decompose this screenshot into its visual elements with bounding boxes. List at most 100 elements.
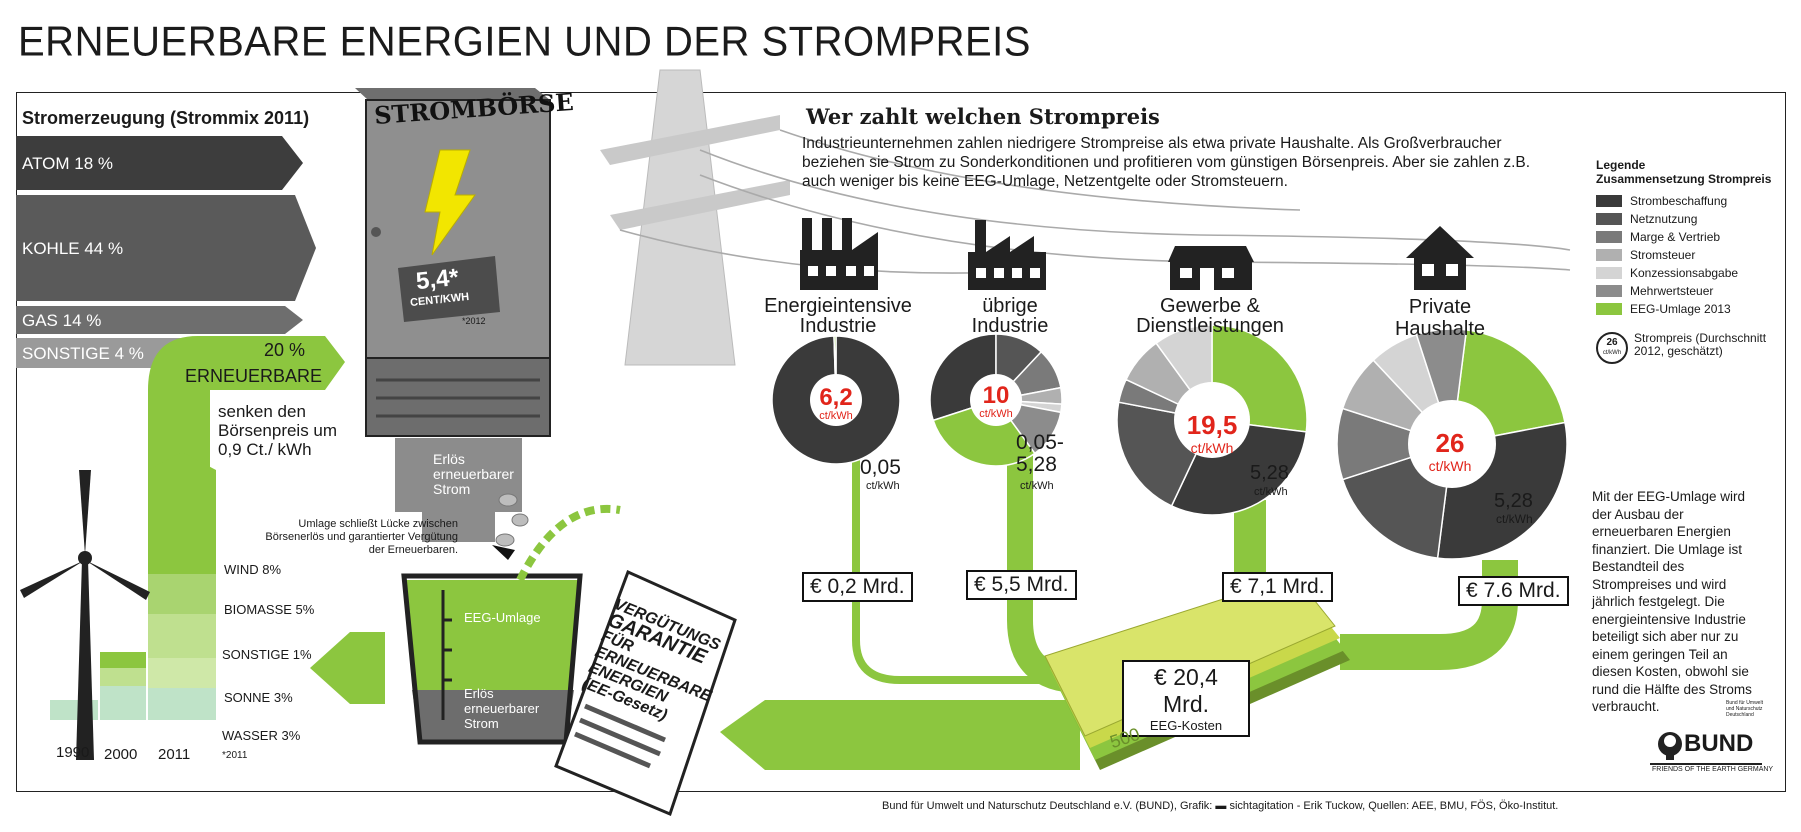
strommix-heading: Stromerzeugung (Strommix 2011) <box>22 108 310 128</box>
legend-subtitle: Zusammensetzung Strompreis <box>1596 172 1772 186</box>
consumer-name1: Energieintensive <box>764 295 912 317</box>
eeg-bucket <box>401 504 621 745</box>
legend-item: Konzessionsabgabe <box>1596 264 1782 282</box>
legend-item: EEG-Umlage 2013 <box>1596 300 1782 318</box>
eeg-unit-haushalte: ct/kWh <box>1496 512 1533 526</box>
biomasse-label: BIOMASSE 5% <box>224 602 315 617</box>
erneuerbare-label: ERNEUERBARE <box>185 366 323 386</box>
pie-center <box>1174 382 1250 458</box>
cost-haushalte: € 7.6 Mrd. <box>1458 576 1569 606</box>
year-2000: 2000 <box>104 746 138 763</box>
price-energieintensiv: 6,2 <box>819 384 853 411</box>
sonstige-renew-label: SONSTIGE 1% <box>222 647 312 662</box>
factory-uebrige-icon <box>968 220 1046 290</box>
pie-center <box>810 374 862 426</box>
year-1990: 1990 <box>56 744 90 761</box>
wer-zahlt-heading: Wer zahlt welchen Strompreis <box>806 104 1160 129</box>
atom-bar <box>16 136 303 190</box>
wind-label: WIND 8% <box>224 562 282 577</box>
eeg-unit-gewerbe: ct/kWh <box>1254 486 1288 498</box>
legend-swatch <box>1596 195 1622 207</box>
factory-energieintensiv-icon <box>800 218 878 290</box>
legend-label: Netznutzung <box>1630 212 1698 226</box>
house-icon <box>1406 226 1474 290</box>
erneuerbare-arrow <box>148 336 345 480</box>
consumer-label-gewerbe: Gewerbe &Dienstleistungen <box>1120 296 1300 336</box>
legend-label: Stromsteuer <box>1630 248 1696 262</box>
cost-gewerbe: € 7,1 Mrd. <box>1222 572 1333 602</box>
price-unit-energieintensiv: ct/kWh <box>819 410 853 422</box>
lightning-icon <box>424 149 476 256</box>
eeg-kosten-arrow <box>720 700 1080 770</box>
legend-label: Marge & Vertrieb <box>1630 230 1721 244</box>
stromboerse-box <box>355 88 551 542</box>
legend-swatch <box>1596 285 1622 297</box>
price-badge-unit: ct/kWh <box>1602 350 1622 356</box>
price-unit-haushalte: ct/kWh <box>1428 458 1472 474</box>
pie-center <box>970 374 1022 426</box>
bund-logo-icon <box>1650 732 1762 765</box>
legend-swatch <box>1596 267 1622 279</box>
consumer-name1: Gewerbe & <box>1159 295 1261 317</box>
left-arrow-small <box>310 632 385 704</box>
legend-item: Marge & Vertrieb <box>1596 228 1782 246</box>
eeg-energieintensiv: 0,05 <box>860 456 901 479</box>
garantie-document <box>554 569 737 817</box>
eeg-unit-uebrige: ct/kWh <box>1020 480 1054 492</box>
eeg-kosten-box: € 20,4 Mrd. EEG-Kosten <box>1122 660 1250 737</box>
consumer-name1: Private <box>1408 296 1472 318</box>
coins-icon <box>495 493 529 547</box>
frame <box>16 92 1786 792</box>
legend-swatch <box>1596 231 1622 243</box>
pie-slice <box>932 399 1036 467</box>
erneuerbare-pct: 20 % <box>264 340 306 360</box>
side-text: Mit der EEG-Umlage wird der Ausbau der e… <box>1592 489 1752 714</box>
price-legend-label: Strompreis (Durchschnitt 2012, geschätzt… <box>1634 331 1767 358</box>
year-2011: 2011 <box>158 746 191 763</box>
legend-label: Mehrwertsteuer <box>1630 284 1714 298</box>
legend-item: Mehrwertsteuer <box>1596 282 1782 300</box>
consumer-name2: Industrie <box>971 315 1049 337</box>
legend-title: Legende <box>1596 158 1646 172</box>
gas-label: GAS 14 % <box>22 311 102 330</box>
legend-label: Strombeschaffung <box>1630 194 1728 208</box>
eeg-kosten-label: EEG-Kosten <box>1149 718 1223 733</box>
kohle-bar <box>16 195 316 301</box>
price-gewerbe: 19,5 <box>1186 410 1238 440</box>
pie-center <box>1408 400 1496 488</box>
legend-swatch <box>1596 249 1622 261</box>
price-uebrige: 10 <box>982 382 1010 409</box>
bucket-eeg-umlage: EEG-Umlage <box>464 610 541 625</box>
gas-bar <box>16 306 303 334</box>
cost-uebrige: € 5,5 Mrd. <box>966 570 1077 600</box>
power-lines <box>619 129 1571 274</box>
legend-price: 26 ct/kWh Strompreis (Durchschnitt 2012,… <box>1596 332 1782 364</box>
cost-energieintensiv: € 0,2 Mrd. <box>802 572 913 602</box>
consumer-name2: Industrie <box>799 315 877 337</box>
wasser-label: WASSER 3% <box>222 728 301 743</box>
umlage-note: Umlage schließt Lücke zwischen Börsenerl… <box>265 518 458 556</box>
page-title: ERNEUERBARE ENERGIEN UND DER STROMPREIS <box>18 18 1031 66</box>
wind-turbine <box>20 470 150 760</box>
wer-zahlt-text: Industrieunternehmen zahlen niedrigere S… <box>802 135 1531 190</box>
sonne-label: SONNE 3% <box>224 690 293 705</box>
price-badge-value: 26 <box>1606 337 1618 348</box>
atom-label: ATOM 18 % <box>22 154 114 173</box>
boerse-erloes: Erlös erneuerbarer Strom <box>433 451 514 497</box>
legend-item: Netznutzung <box>1596 210 1782 228</box>
sonstige-label: SONSTIGE 4 % <box>22 344 144 363</box>
price-unit-uebrige: ct/kWh <box>979 408 1013 420</box>
bund-logo-text: BUND <box>1684 730 1754 757</box>
price-haushalte: 26 <box>1435 428 1465 458</box>
eeg-haushalte: 5,28 <box>1494 490 1533 512</box>
bund-tagline: FRIENDS OF THE EARTH GERMANY <box>1652 766 1774 773</box>
eeg-uebrige: 0,05-5,28 <box>1016 431 1064 476</box>
eeg-gewerbe: 5,28 <box>1250 462 1289 484</box>
price-note: *2012 <box>462 316 486 326</box>
legend-swatch <box>1596 303 1622 315</box>
